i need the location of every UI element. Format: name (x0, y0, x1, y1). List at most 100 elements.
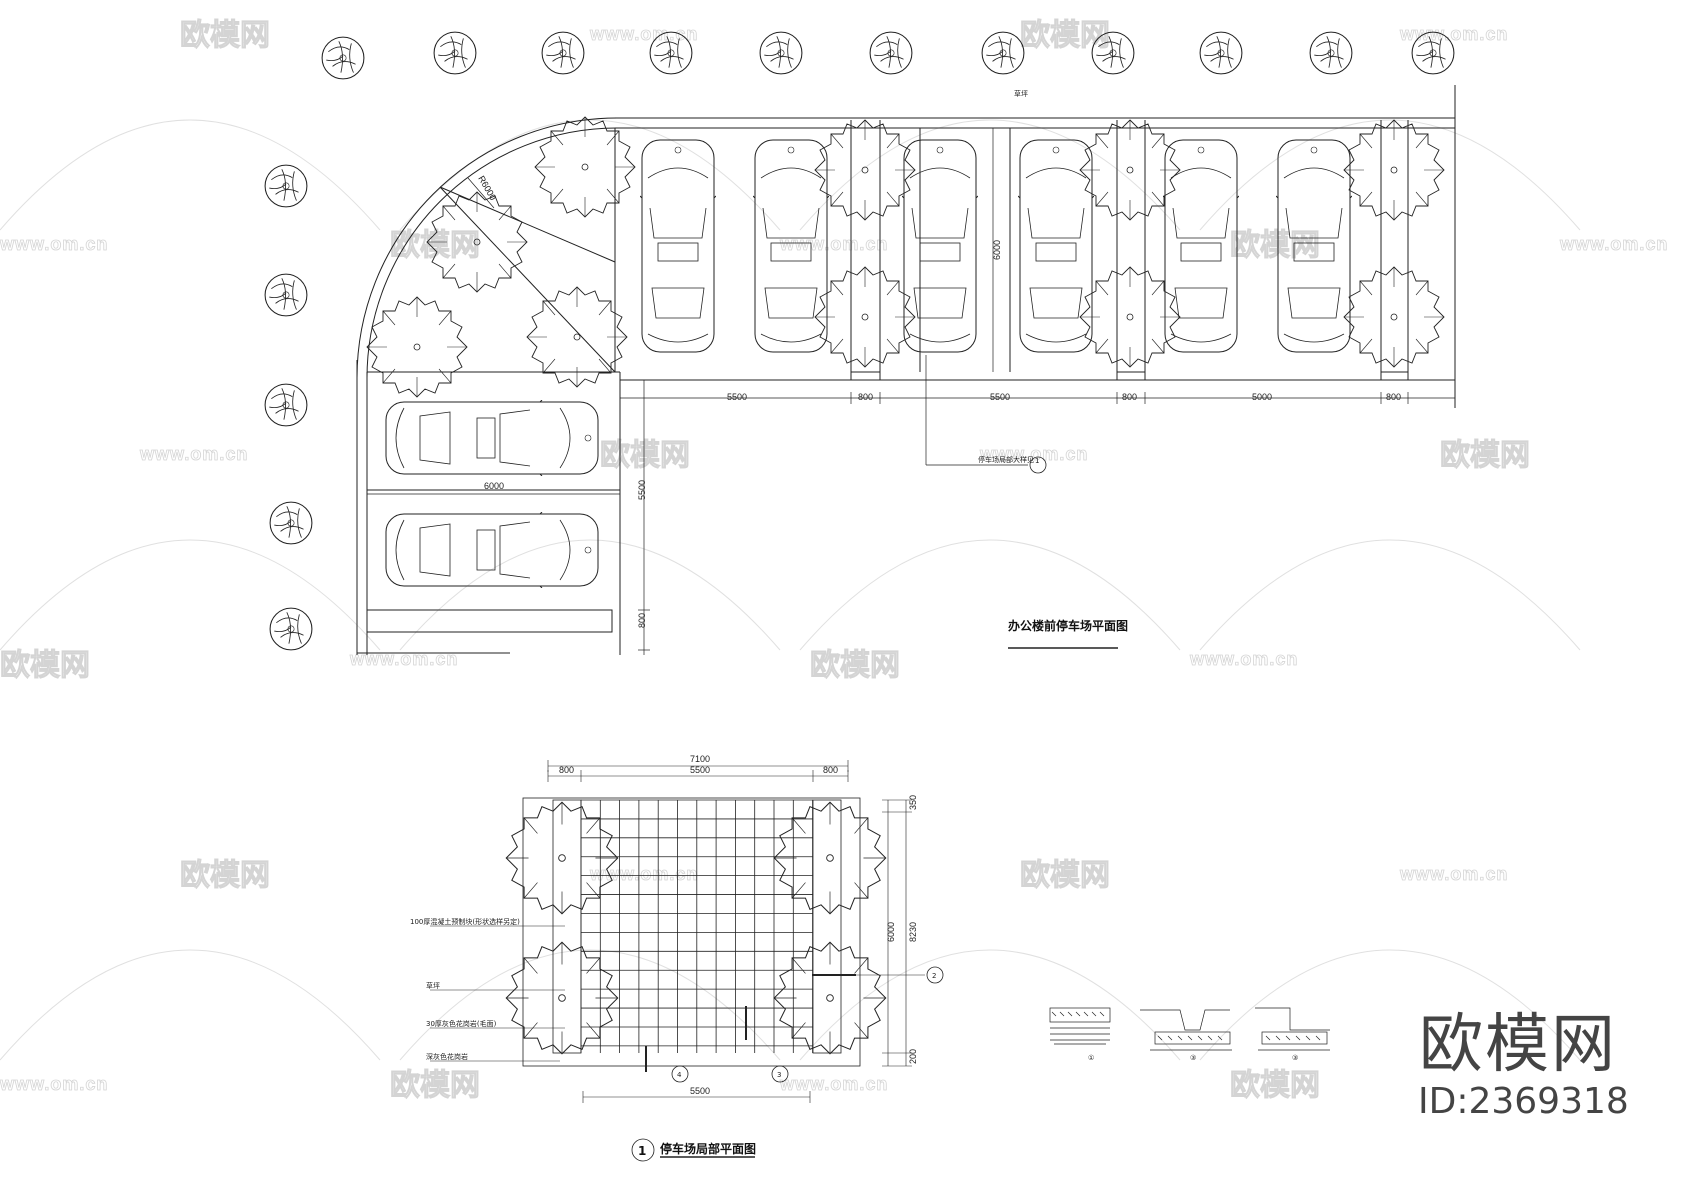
detail-ref-icon (671, 1065, 689, 1083)
shrub-icon (269, 607, 313, 651)
detail-number-icon (631, 1138, 655, 1162)
watermark-url: www.om.cn (1399, 864, 1508, 884)
watermark-text: 欧模网 (180, 18, 270, 53)
detail-note-2: 草坪 (426, 981, 440, 990)
detail-dim-left: 800 (559, 765, 574, 775)
detail-ref-4: 4 (677, 1071, 682, 1079)
detail-dim-right: 800 (823, 765, 838, 775)
watermark-url: www.om.cn (779, 1074, 888, 1094)
plan-dim-6: 800 (1386, 392, 1401, 402)
shrub-icon (759, 31, 803, 75)
shrub-icon (264, 164, 308, 208)
detail-dim-right-bottom: 200 (908, 1049, 918, 1064)
detail-ref-2: 2 (932, 972, 936, 980)
plan-dim-side-depth: 5500 (637, 480, 647, 500)
section-detail-2 (1140, 1009, 1232, 1051)
detail-note-1: 100厚混凝土预制块(形状选样另定) (410, 917, 520, 926)
section-detail-1 (1049, 1007, 1111, 1045)
watermark-text: 欧模网 (0, 648, 90, 683)
detail-dimension-lines (430, 760, 925, 1103)
tree-icon (366, 296, 468, 398)
section-label-2: ③ (1190, 1054, 1196, 1062)
tree-icon (1343, 266, 1445, 368)
tree-icon (814, 119, 916, 221)
shrub-icon (869, 31, 913, 75)
car-icon (640, 139, 716, 353)
watermark-layer: 欧模网 欧模网 欧模网 欧模网 欧模网 欧模网 欧模网 欧模网 欧模网 欧模网 … (0, 18, 1668, 1104)
plan-dim-1: 5500 (727, 392, 747, 402)
paving-grid (580, 799, 813, 1053)
tree-icon (773, 941, 887, 1055)
shrub-icon (264, 383, 308, 427)
detail-ref-icon (926, 966, 944, 984)
watermark-url: www.om.cn (1189, 649, 1298, 669)
watermark-url: www.om.cn (589, 24, 698, 44)
car-icon (385, 400, 599, 476)
shrub-icon (321, 36, 365, 80)
watermark-url: www.om.cn (1559, 234, 1668, 254)
plan-dim-side-width: 6000 (484, 481, 504, 491)
watermark-text: 欧模网 (390, 1068, 480, 1103)
plan-dimension-lines (367, 128, 1455, 655)
shrub-icon (541, 31, 585, 75)
watermark-text: 欧模网 (1230, 228, 1320, 263)
detail-callout-icon (1029, 456, 1047, 474)
plan-title: 办公楼前停车场平面图 (1008, 618, 1128, 633)
detail-dim-right-top: 350 (908, 795, 918, 810)
detail-dim-mid: 5500 (690, 765, 710, 775)
detail-dim-right-mid: 6000 (886, 922, 896, 942)
detail-ref-icon (771, 1065, 789, 1083)
shrub-icon (1091, 31, 1135, 75)
watermark-url: www.om.cn (779, 234, 888, 254)
plan-dim-depth: 6000 (992, 240, 1002, 260)
tree-icon (814, 266, 916, 368)
watermark-text: 欧模网 (1230, 1068, 1320, 1103)
section-details (1049, 1007, 1330, 1051)
detail-note-4: 深灰色花岗岩 (426, 1052, 468, 1061)
plan-dim-3: 5500 (990, 392, 1010, 402)
brand-id: ID:2369318 (1418, 1081, 1629, 1122)
watermark-text: 欧模网 (600, 438, 690, 473)
callout-ref: 1 (1035, 457, 1039, 465)
section-label-3: ③ (1292, 1054, 1298, 1062)
section-detail-3 (1255, 1007, 1330, 1051)
watermark-url: www.om.cn (0, 1074, 108, 1094)
watermark-url: www.om.cn (139, 444, 248, 464)
shrub-row (321, 31, 1455, 80)
shrub-icon (981, 31, 1025, 75)
watermark-url: www.om.cn (979, 444, 1088, 464)
tree-icon (534, 116, 636, 218)
shrub-icon (1199, 31, 1243, 75)
detail-dim-right-total: 8230 (908, 922, 918, 942)
shrub-icon (433, 31, 477, 75)
detail-note-3: 30厚灰色花岗岩(毛面) (426, 1019, 497, 1028)
detail-dim-total: 7100 (690, 754, 710, 764)
brand-name: 欧模网 (1419, 1008, 1617, 1082)
plan-dim-strip: 800 (637, 613, 647, 628)
watermark-text: 欧模网 (180, 858, 270, 893)
shrub-icon (269, 501, 313, 545)
plan-dim-radius: R6000 (476, 174, 498, 202)
car-icon (1163, 139, 1239, 353)
watermark-text: 欧模网 (1020, 858, 1110, 893)
watermark-text: 欧模网 (1020, 18, 1110, 53)
detail-number: 1 (638, 1144, 646, 1158)
detail-plan (430, 760, 944, 1162)
detail-title: 停车场局部平面图 (660, 1141, 756, 1156)
watermark-text: 欧模网 (1440, 438, 1530, 473)
parking-plan (264, 31, 1456, 655)
tree-icon (1343, 119, 1445, 221)
plan-dim-5: 5000 (1252, 392, 1272, 402)
shrub-icon (264, 273, 308, 317)
shrub-column (264, 164, 313, 651)
detail-dim-bottom: 5500 (690, 1086, 710, 1096)
watermark-text: 欧模网 (390, 228, 480, 263)
brand-mark: 欧模网 ID:2369318 (1418, 1008, 1629, 1124)
callout-label: 停车场局部大样见 (978, 455, 1034, 464)
plan-dim-2: 800 (858, 392, 873, 402)
section-label-1: ① (1088, 1054, 1094, 1062)
watermark-url: www.om.cn (349, 649, 458, 669)
plan-dim-4: 800 (1122, 392, 1137, 402)
lawn-label: 草坪 (1014, 89, 1028, 98)
